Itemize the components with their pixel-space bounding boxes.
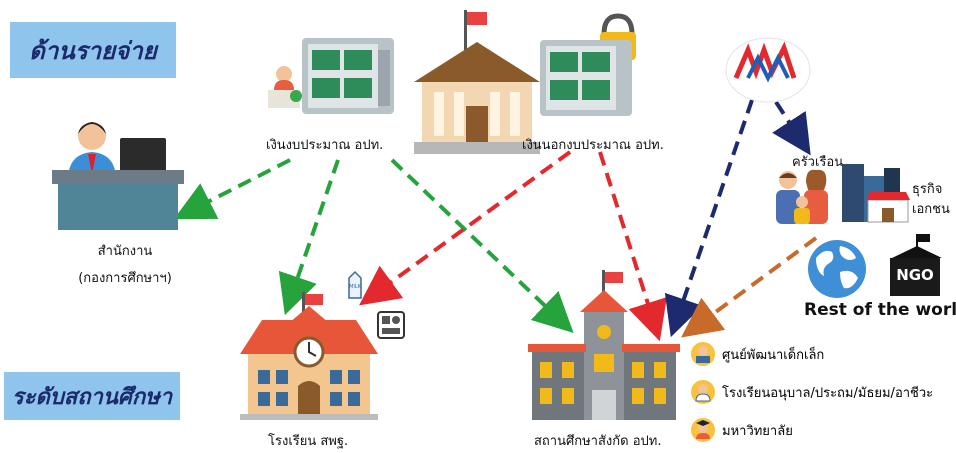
household-label: ครัวเรือน [792, 155, 844, 170]
gsb-logo-mark [725, 37, 811, 103]
school-level-section-label: ระดับสถานศึกษา [4, 372, 180, 420]
office-label-line2: (กองการศึกษาฯ) [78, 271, 172, 286]
rest-of-world-label: Rest of the world [804, 300, 956, 320]
arrow-gsb-to-lao [664, 99, 754, 338]
arrow-gsb-to-household [772, 100, 811, 156]
ngo-label: NGO [896, 266, 934, 284]
child-reading-icon [691, 342, 715, 366]
list-item-university: มหาวิทยาลัย [690, 416, 793, 444]
ngo-building-icon [890, 234, 942, 296]
family-icon [776, 169, 828, 224]
arrow-budget-to-lao [390, 158, 574, 334]
arrow-budget-to-office [173, 158, 291, 220]
household-illustration [770, 168, 836, 226]
lunch-tray-icon [377, 311, 405, 339]
business-label: ธุรกิจ เอกชน [912, 180, 950, 220]
arrow-nonbudget-to-obec [359, 150, 572, 306]
obec-school-illustration [236, 290, 382, 422]
lao-school-illustration [528, 268, 680, 424]
non-budget-illustration [536, 10, 646, 120]
university-label: มหาวิทยาลัย [722, 423, 793, 439]
safe-with-cashier-icon [268, 38, 394, 114]
non-budget-label: เงินนอกงบประมาณ อปท. [522, 138, 664, 153]
obec-school-label: โรงเรียน สพฐ. [268, 434, 349, 449]
schools-label: โรงเรียนอนุบาล/ประถม/มัธยม/อาชีวะ [722, 385, 934, 401]
list-item-childcare: ศูนย์พัฒนาเด็กเล็ก [690, 340, 824, 368]
business-illustration [838, 158, 918, 224]
globe-illustration [806, 238, 868, 300]
government-building [408, 8, 546, 156]
school-level-text: ระดับสถานศึกษา [11, 384, 173, 410]
lunch-tray [376, 310, 406, 340]
arrow-private-to-lao [681, 236, 818, 338]
list-item-schools: โรงเรียนอนุบาล/ประถม/มัธยม/อาชีวะ [690, 378, 933, 406]
office-illustration [52, 110, 184, 232]
globe-icon [808, 240, 866, 298]
milk-carton-icon [348, 270, 362, 299]
lao-school-label: สถานศึกษาสังกัด อปท. [534, 434, 662, 449]
office-label-line1: สำนักงาน [97, 244, 153, 259]
arrow-nonbudget-to-lao [598, 151, 667, 342]
business-label-line2: เอกชน [912, 202, 950, 217]
budget-illustration [266, 30, 396, 120]
lao-school-building-icon [528, 270, 680, 420]
school-building-icon [240, 292, 378, 420]
gsb-logo [724, 34, 812, 104]
ngo-illustration: NGO [886, 232, 942, 298]
childcare-label: ศูนย์พัฒนาเด็กเล็ก [722, 347, 825, 363]
budget-label: เงินงบประมาณ อปท. [266, 138, 384, 153]
office-label: สำนักงาน (กองการศึกษาฯ) [70, 240, 180, 288]
locked-safe-icon [540, 13, 636, 116]
lao-levels-list: ศูนย์พัฒนาเด็กเล็ก โรงเรียนอนุบาล/ประถม/… [690, 340, 956, 448]
milk-carton: MILK [346, 270, 364, 300]
expenditure-text: ด้านรายจ่าย [29, 36, 157, 65]
graduate-icon [691, 418, 715, 442]
milk-label: MILK [349, 284, 361, 290]
business-building-icon [842, 164, 910, 223]
business-label-line1: ธุรกิจ [912, 182, 943, 197]
student-icon [691, 380, 715, 404]
government-building-icon [414, 10, 540, 154]
arrow-budget-to-obec [278, 159, 340, 316]
expenditure-section-label: ด้านรายจ่าย [10, 22, 176, 78]
office-desk-icon [52, 122, 184, 230]
